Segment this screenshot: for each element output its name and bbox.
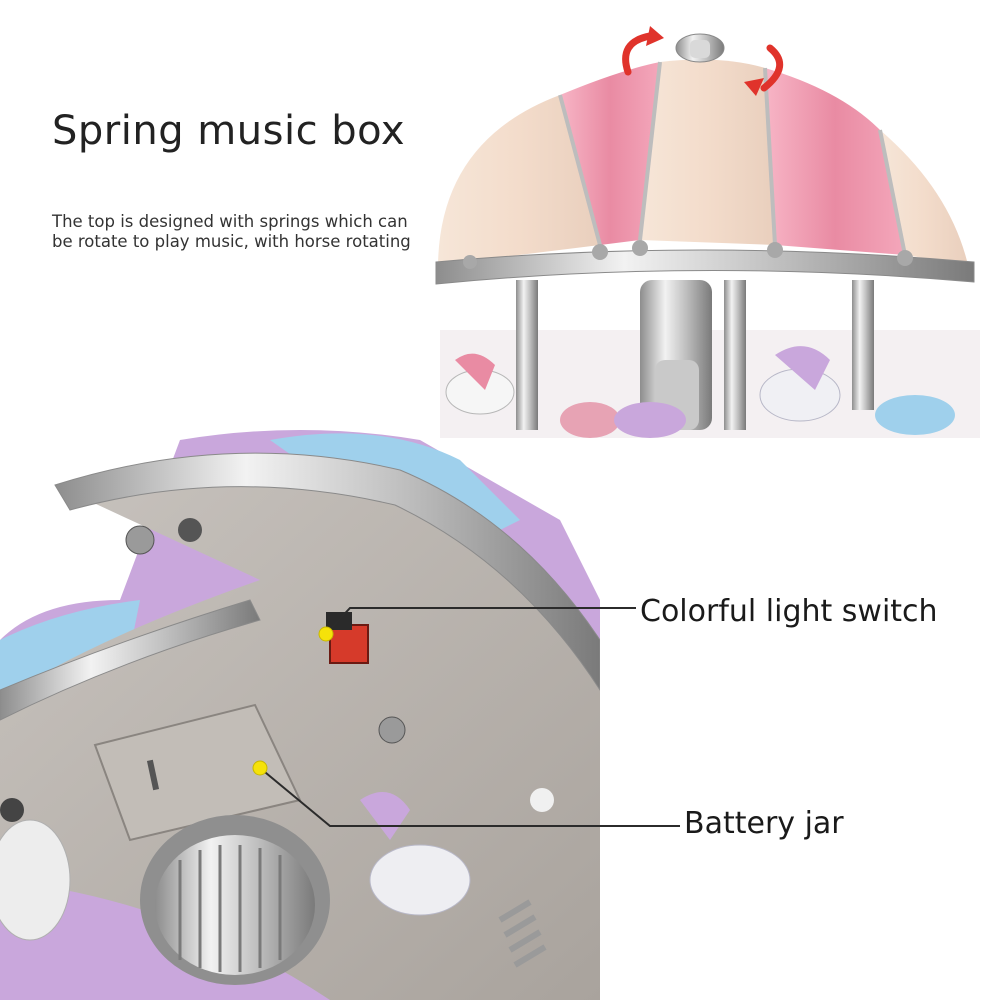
light-switch-label: Colorful light switch bbox=[640, 594, 938, 629]
light-switch-callout-line bbox=[318, 607, 636, 642]
battery-jar-label: Battery jar bbox=[684, 806, 844, 841]
base-photo bbox=[0, 430, 600, 1000]
spring-pole bbox=[516, 280, 874, 430]
spring-coil bbox=[498, 899, 547, 968]
description-text: The top is designed with springs which c… bbox=[52, 212, 411, 251]
page-title: Spring music box bbox=[52, 108, 406, 154]
light-switch bbox=[329, 624, 369, 664]
canopy-photo bbox=[435, 26, 980, 438]
carousel-horse bbox=[445, 346, 955, 438]
rotate-arrow-icon bbox=[744, 44, 783, 96]
battery-callout-line bbox=[252, 760, 680, 827]
rotate-arrow-icon bbox=[622, 26, 664, 76]
screw-icon bbox=[0, 518, 554, 822]
